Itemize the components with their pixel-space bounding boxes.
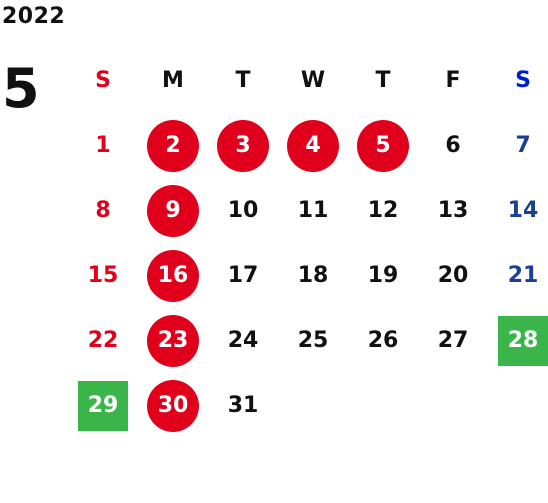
day-number: 12 (367, 198, 399, 223)
empty-day-cell (278, 373, 348, 438)
day-cell[interactable]: 3 (208, 113, 278, 178)
day-cell[interactable]: 16 (138, 243, 208, 308)
weekday-header: M (162, 68, 184, 93)
day-cell[interactable]: 19 (348, 243, 418, 308)
day-cell[interactable]: 29 (68, 373, 138, 438)
weekday-header: T (375, 68, 391, 93)
day-number: 26 (367, 328, 399, 353)
day-number: 25 (297, 328, 329, 353)
day-cell[interactable]: 2 (138, 113, 208, 178)
day-number: 8 (95, 198, 111, 223)
weekday-header: F (445, 68, 461, 93)
holiday-day-marker: 23 (147, 314, 199, 367)
day-number: 11 (297, 198, 329, 223)
day-cell[interactable]: 25 (278, 308, 348, 373)
day-cell[interactable]: 6 (418, 113, 488, 178)
calendar-year: 2022 (2, 4, 66, 29)
day-number: 21 (507, 263, 539, 288)
empty-day-cell (488, 373, 548, 438)
day-number: 22 (87, 328, 119, 353)
day-cell[interactable]: 11 (278, 178, 348, 243)
day-cell[interactable]: 17 (208, 243, 278, 308)
day-number: 27 (437, 328, 469, 353)
highlighted-day-marker: 29 (78, 380, 128, 431)
day-cell[interactable]: 9 (138, 178, 208, 243)
holiday-day-marker: 16 (147, 249, 199, 302)
day-number: 18 (297, 263, 329, 288)
day-cell[interactable]: 10 (208, 178, 278, 243)
day-cell[interactable]: 24 (208, 308, 278, 373)
weekday-header: S (95, 68, 111, 93)
day-number: 7 (515, 133, 531, 158)
holiday-day-marker: 4 (287, 119, 339, 172)
day-cell[interactable]: 18 (278, 243, 348, 308)
calendar-month: 5 (2, 57, 40, 120)
day-cell[interactable]: 31 (208, 373, 278, 438)
day-cell[interactable]: 15 (68, 243, 138, 308)
day-cell[interactable]: 12 (348, 178, 418, 243)
day-number: 17 (227, 263, 259, 288)
day-number: 31 (227, 393, 259, 418)
day-cell[interactable]: 14 (488, 178, 548, 243)
day-cell[interactable]: 21 (488, 243, 548, 308)
day-cell[interactable]: 7 (488, 113, 548, 178)
day-cell[interactable]: 23 (138, 308, 208, 373)
holiday-day-marker: 9 (147, 184, 199, 237)
day-cell[interactable]: 13 (418, 178, 488, 243)
holiday-day-marker: 2 (147, 119, 199, 172)
day-number: 15 (87, 263, 119, 288)
day-cell[interactable]: 8 (68, 178, 138, 243)
day-cell[interactable]: 20 (418, 243, 488, 308)
weekday-header: S (515, 68, 531, 93)
holiday-day-marker: 5 (357, 119, 409, 172)
holiday-day-marker: 30 (147, 379, 199, 432)
day-number: 1 (95, 133, 111, 158)
empty-day-cell (418, 373, 488, 438)
day-cell[interactable]: 1 (68, 113, 138, 178)
holiday-day-marker: 3 (217, 119, 269, 172)
day-cell[interactable]: 26 (348, 308, 418, 373)
day-number: 14 (507, 198, 539, 223)
day-cell[interactable]: 27 (418, 308, 488, 373)
day-number: 13 (437, 198, 469, 223)
weekday-header: W (300, 68, 326, 93)
day-number: 10 (227, 198, 259, 223)
highlighted-day-marker: 28 (498, 315, 548, 366)
day-cell[interactable]: 30 (138, 373, 208, 438)
day-number: 19 (367, 263, 399, 288)
day-number: 24 (227, 328, 259, 353)
day-number: 20 (437, 263, 469, 288)
day-cell[interactable]: 28 (488, 308, 548, 373)
day-cell[interactable]: 22 (68, 308, 138, 373)
day-cell[interactable]: 5 (348, 113, 418, 178)
day-cell[interactable]: 4 (278, 113, 348, 178)
empty-day-cell (348, 373, 418, 438)
day-number: 6 (445, 133, 461, 158)
weekday-header: T (235, 68, 251, 93)
